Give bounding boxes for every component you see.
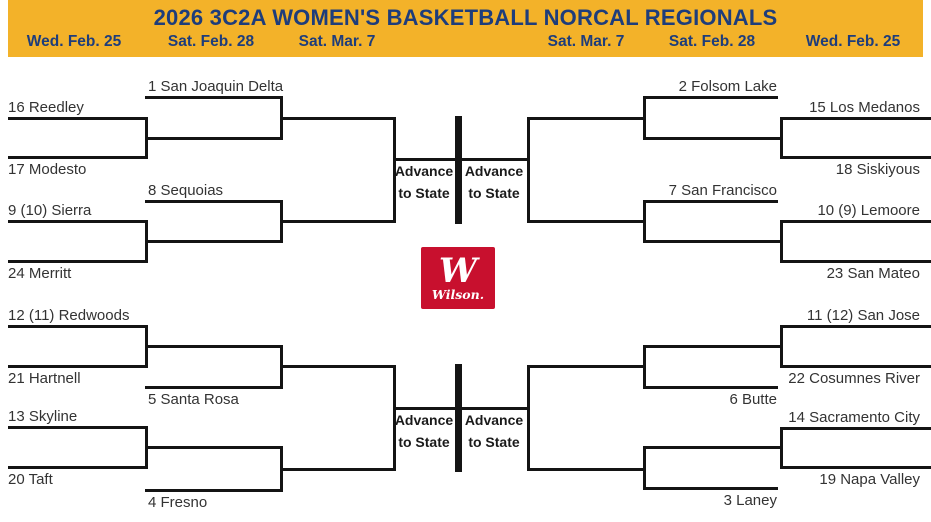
advance-line1: Advance (394, 412, 454, 428)
header-banner: 2026 3C2A WOMEN'S BASKETBALL NORCAL REGI… (8, 0, 923, 57)
team-label-lemoore: 10 (9) Lemoore (817, 202, 920, 219)
round-date-left-1: Wed. Feb. 25 (26, 33, 122, 50)
team-label-san-jose: 11 (12) San Jose (806, 307, 920, 324)
team-label-sierra: 9 (10) Sierra (8, 202, 92, 219)
bracket-line (643, 200, 778, 203)
advance-line1: Advance (394, 163, 454, 179)
bracket-line (145, 240, 283, 243)
advance-to-state-label: Advance to State (393, 409, 455, 453)
round-date-right-1: Wed. Feb. 25 (805, 33, 901, 50)
bracket-line (145, 446, 283, 449)
team-label-san-joaquin-delta: 1 San Joaquin Delta (148, 78, 284, 95)
bracket-line (8, 117, 148, 120)
round-date-right-3: Sat. Mar. 7 (547, 33, 625, 50)
team-label-siskiyous: 18 Siskiyous (835, 161, 920, 178)
bracket-line (643, 487, 778, 490)
bracket-line (780, 156, 931, 159)
bracket-line (780, 220, 931, 223)
bracket-line (145, 386, 283, 389)
advance-line2: to State (468, 185, 520, 201)
team-label-sequoias: 8 Sequoias (148, 182, 224, 199)
bracket-line (643, 137, 783, 140)
round-date-left-2: Sat. Feb. 28 (167, 33, 255, 50)
team-label-modesto: 17 Modesto (8, 161, 87, 178)
team-label-san-mateo: 23 San Mateo (826, 265, 920, 282)
bracket-line (8, 260, 148, 263)
advance-line2: to State (398, 434, 450, 450)
team-label-taft: 20 Taft (8, 471, 53, 488)
advance-to-state-label: Advance to State (393, 160, 455, 204)
team-label-napa-valley: 19 Napa Valley (819, 471, 920, 488)
bracket-line (145, 345, 283, 348)
team-label-sacramento-city: 14 Sacramento City (788, 409, 920, 426)
advance-to-state-label: Advance to State (463, 409, 525, 453)
advance-line2: to State (468, 434, 520, 450)
team-label-skyline: 13 Skyline (8, 408, 78, 425)
team-label-san-francisco: 7 San Francisco (668, 182, 777, 199)
bracket-line (527, 117, 646, 120)
bracket-line (8, 325, 148, 328)
advance-line1: Advance (464, 412, 524, 428)
bracket-line (145, 96, 283, 99)
bracket-line (280, 468, 396, 471)
bracket-line (280, 220, 396, 223)
bracket-line (8, 466, 148, 469)
bracket-line (145, 200, 283, 203)
state-divider (455, 364, 462, 472)
round-date-left-3: Sat. Mar. 7 (298, 33, 376, 50)
bracket-line (8, 365, 148, 368)
wilson-wordmark: Wilson. (431, 286, 485, 302)
page-title: 2026 3C2A WOMEN'S BASKETBALL NORCAL REGI… (153, 5, 778, 30)
team-label-fresno: 4 Fresno (148, 494, 208, 511)
bracket-line (780, 466, 931, 469)
round-date-right-2: Sat. Feb. 28 (668, 33, 756, 50)
team-label-laney: 3 Laney (723, 492, 777, 509)
wilson-w-icon: W (438, 250, 478, 291)
bracket-line (393, 365, 396, 471)
advance-line1: Advance (464, 163, 524, 179)
bracket-line (280, 365, 396, 368)
bracket-line (780, 325, 931, 328)
state-divider (455, 116, 462, 224)
bracket-line (780, 427, 931, 430)
bracket-line (643, 345, 783, 348)
advance-to-state-label: Advance to State (463, 160, 525, 204)
bracket-line (643, 446, 783, 449)
bracket-line (145, 137, 283, 140)
bracket-line (780, 365, 931, 368)
bracket-line (527, 117, 530, 223)
team-label-merritt: 24 Merritt (8, 265, 72, 282)
team-label-santa-rosa: 5 Santa Rosa (148, 391, 239, 408)
bracket-line (8, 220, 148, 223)
bracket-line (145, 489, 283, 492)
team-label-redwoods: 12 (11) Redwoods (8, 307, 130, 324)
team-label-butte: 6 Butte (729, 391, 777, 408)
team-label-reedley: 16 Reedley (8, 99, 84, 116)
team-label-hartnell: 21 Hartnell (8, 370, 81, 387)
team-label-cosumnes-river: 22 Cosumnes River (788, 370, 920, 387)
bracket-line (527, 468, 646, 471)
bracket-line (8, 156, 148, 159)
advance-line2: to State (398, 185, 450, 201)
team-label-los-medanos: 15 Los Medanos (809, 99, 920, 116)
bracket-line (643, 386, 778, 389)
bracket-line (280, 117, 396, 120)
bracket-line (8, 426, 148, 429)
bracket-line (780, 117, 931, 120)
bracket-line (527, 365, 646, 368)
bracket-line (527, 220, 646, 223)
bracket-line (393, 117, 396, 223)
bracket-line (643, 240, 783, 243)
bracket-line (643, 96, 778, 99)
wilson-logo: W Wilson. (421, 247, 495, 309)
bracket-line (780, 260, 931, 263)
team-label-folsom-lake: 2 Folsom Lake (678, 78, 777, 95)
bracket-line (527, 365, 530, 471)
